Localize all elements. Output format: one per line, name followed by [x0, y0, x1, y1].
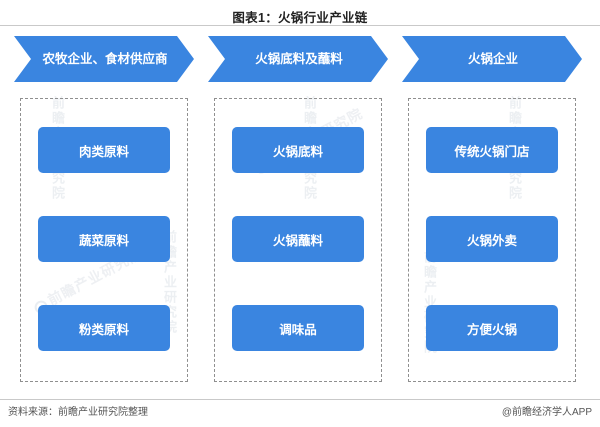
- chain-stage-midstream: 火锅底料及蘸料 火锅底料 火锅蘸料 调味品: [208, 36, 388, 386]
- chain-item-label: 火锅底料: [272, 144, 323, 159]
- stage-header-label: 农牧企业、食材供应商: [42, 51, 168, 66]
- stage-group-box-midstream: [214, 98, 382, 382]
- chain-item[interactable]: 调味品: [232, 305, 364, 351]
- footer-divider: [0, 399, 600, 400]
- chain-item-label: 蔬菜原料: [78, 233, 129, 248]
- chain-item-label: 调味品: [279, 322, 317, 337]
- chain-item-label: 肉类原料: [78, 144, 129, 159]
- brand-note: @前瞻经济学人APP: [501, 407, 592, 418]
- stage-header-label: 火锅底料及蘸料: [255, 51, 343, 66]
- chain-item[interactable]: 方便火锅: [426, 305, 558, 351]
- stage-header-upstream[interactable]: 农牧企业、食材供应商: [14, 36, 194, 82]
- title-divider: [0, 25, 600, 26]
- chain-item-label: 方便火锅: [466, 322, 517, 337]
- chain-item[interactable]: 火锅外卖: [426, 216, 558, 262]
- stage-group-box-upstream: [20, 98, 188, 382]
- page-title: 图表1：火锅行业产业链: [232, 11, 368, 25]
- chain-item-label: 传统火锅门店: [454, 144, 530, 159]
- stage-group-box-downstream: [408, 98, 576, 382]
- source-note: 资料来源：前瞻产业研究院整理: [8, 407, 148, 418]
- value-chain-columns: 农牧企业、食材供应商 肉类原料 蔬菜原料 粉类原料 火锅底料及蘸料 火锅底料: [0, 36, 600, 391]
- chain-item[interactable]: 火锅蘸料: [232, 216, 364, 262]
- chain-item-label: 火锅蘸料: [272, 233, 323, 248]
- stage-header-midstream[interactable]: 火锅底料及蘸料: [208, 36, 388, 82]
- chain-stage-downstream: 火锅企业 传统火锅门店 火锅外卖 方便火锅: [402, 36, 582, 386]
- chain-item[interactable]: 蔬菜原料: [38, 216, 170, 262]
- chain-item[interactable]: 肉类原料: [38, 127, 170, 173]
- chain-item[interactable]: 粉类原料: [38, 305, 170, 351]
- chain-item[interactable]: 传统火锅门店: [426, 127, 558, 173]
- chain-item[interactable]: 火锅底料: [232, 127, 364, 173]
- stage-header-label: 火锅企业: [467, 51, 518, 66]
- chain-item-label: 粉类原料: [78, 322, 129, 337]
- stage-header-downstream[interactable]: 火锅企业: [402, 36, 582, 82]
- chain-item-label: 火锅外卖: [466, 233, 517, 248]
- chain-stage-upstream: 农牧企业、食材供应商 肉类原料 蔬菜原料 粉类原料: [14, 36, 194, 386]
